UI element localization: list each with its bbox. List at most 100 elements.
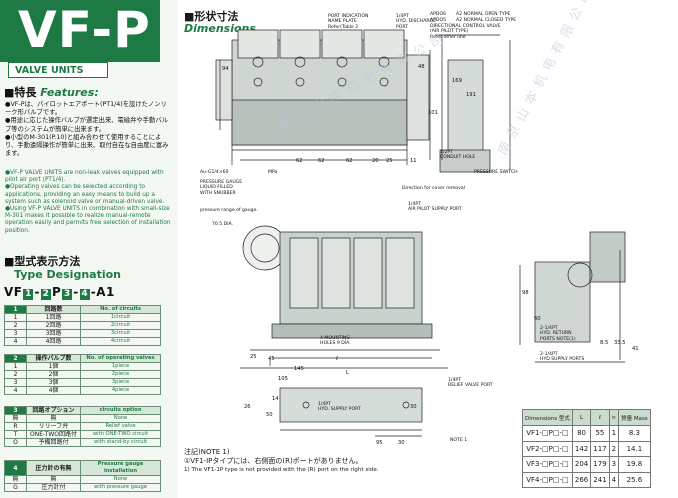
table-cell: 2: [4, 321, 27, 330]
dimensions-heading-jp: 形状寸法: [194, 10, 239, 23]
dim-62c: 62: [346, 158, 353, 164]
table-cell: 3回路: [26, 329, 81, 338]
table-cell: 2: [4, 370, 27, 379]
label-hyd-discharge: 1/4PT HYD. DISCHARGE PORT: [396, 14, 436, 30]
table-num: 2: [4, 354, 27, 363]
type-code-box-2: 2: [40, 289, 51, 300]
type-code-sep2: -: [73, 285, 79, 299]
label-mpa: MPa: [268, 170, 278, 175]
label-return-port: 2-1/4PT HYD. RETURN PORTS NOTE(1): [540, 326, 576, 342]
table-head-jp: 回路オプション: [26, 406, 81, 415]
size-head-l: ℓ: [590, 409, 610, 426]
label-pressure-switch: PRESSURE SWITCH: [474, 170, 518, 175]
table-cell: 4個: [26, 386, 81, 395]
size-head-n: n: [608, 409, 620, 426]
series-title-block: VF-P: [0, 0, 160, 62]
label-relief-port: 1/4PT RELIEF VALVE PORT: [448, 378, 493, 389]
table-cell: 2回路: [26, 321, 81, 330]
label-apdo5: APDO5: [430, 18, 446, 23]
designation-heading-en: Type Designation: [14, 268, 121, 281]
dim-95: 95: [376, 440, 383, 446]
table-cell: 266: [571, 471, 592, 488]
dim-101: 101: [428, 110, 438, 116]
table-cell: 179: [590, 456, 610, 473]
left-column: VF-P VALVE UNITS ■特長 Features: ●VF-Pは、パイ…: [0, 0, 178, 498]
type-code-box-1: 1: [23, 289, 34, 300]
table-cell: VF3-□P□-□: [522, 456, 573, 473]
table-cell: T: [4, 430, 27, 439]
dim-85: 8.5: [600, 340, 609, 346]
dim-L: L: [346, 370, 349, 376]
label-gauge-thread: Au-G1/4×60: [200, 170, 229, 175]
table-cell: 無: [26, 414, 81, 423]
table-cell: 1回路: [26, 313, 81, 322]
table-cell: 1個: [26, 362, 81, 371]
table-num: 3: [4, 406, 27, 415]
label-port-indication: PORT INDICATION NAME PLATE Refer(Table 2: [328, 14, 369, 30]
type-code-suffix: -A1: [90, 285, 115, 299]
table-cell: 3piece: [80, 378, 161, 387]
valve-1-cap: [237, 29, 279, 59]
series-subtitle-box: VALVE UNITS: [8, 62, 108, 78]
table-cell: 4circuit: [80, 337, 161, 346]
dim-191: 191: [466, 92, 476, 98]
table-cell: 117: [590, 440, 610, 457]
table-cell: 19.8: [618, 456, 651, 473]
dim-30: 30: [398, 440, 405, 446]
dim-62b: 62: [318, 158, 325, 164]
features-jp-list: ●VF-Pは、パイロットエアポート(PT1/4)を設けたノンリーク形バルブです。…: [5, 101, 171, 158]
dim-94: 94: [222, 66, 229, 72]
dim-26: 26: [244, 404, 251, 410]
table-head-jp: 圧力計の有無: [26, 460, 81, 476]
label-apdo6: APDO6: [430, 12, 446, 17]
dim-30b: 30: [410, 404, 417, 410]
table-cell: 80: [571, 425, 592, 442]
table-cell: Relief valve: [80, 422, 161, 431]
table-cell: 1piece: [80, 362, 161, 371]
table-cell: ONE-TWO回路付: [26, 430, 81, 439]
dim-14: 14: [272, 396, 279, 402]
table-cell: R: [4, 422, 27, 431]
table-head-jp: 回路数: [26, 305, 81, 314]
table-cell: 2circuit: [80, 321, 161, 330]
label-pressure-gauge: PRESSURE GAUGE LIQUID FILLED WITH SNUBBE…: [200, 180, 243, 196]
table-cell: 1circuit: [80, 313, 161, 322]
label-directional: DIRECTIONAL CONTROL VALVE (AIR PILOT TYP…: [430, 24, 501, 40]
features-heading-en: Features:: [40, 86, 99, 99]
table-cell: 2piece: [80, 370, 161, 379]
feature-jp-3: ●小型のM-301(P.10)と組み合わせて使用することにより、手動遠隔操作が簡…: [5, 133, 169, 158]
dim-60: 60: [534, 316, 541, 322]
features-heading-jp: 特長: [14, 86, 37, 99]
valve-2-cap: [279, 29, 321, 59]
note-jp: ①VF1-IPタイプには、右側面の(R)ポートがありません。: [184, 457, 363, 465]
dim-48: 48: [418, 64, 425, 70]
table-head-en: No. of operating valves: [80, 354, 161, 363]
features-heading: ■特長 Features:: [4, 86, 99, 99]
dimension-drawing: [215, 29, 626, 437]
table-cell: 142: [571, 440, 592, 457]
size-head-mass: 質量 Mass: [618, 409, 651, 426]
label-mounting: 4 MOUNTING HOLES 9 DIA.: [320, 336, 351, 347]
dim-145: 145: [294, 366, 304, 372]
dim-11: 11: [410, 158, 417, 164]
label-normal-closed: A2 NORMAL CLOSED TYPE: [456, 18, 517, 23]
note-heading: 注記)NOTE 1): [184, 448, 230, 456]
dim-335: 33.5: [614, 340, 626, 346]
table-cell: with ONE-TWO circuit: [80, 430, 161, 439]
table-cell: 1: [4, 313, 27, 322]
label-supply-port: 1/4PT HYD. SUPPLY PORT: [318, 402, 361, 413]
note-block: 注記)NOTE 1) ①VF1-IPタイプには、右側面の(R)ポートがありません…: [184, 448, 379, 475]
table-cell: None: [80, 414, 161, 423]
dim-105: 105: [278, 376, 288, 382]
table-cell: with stand-by circuit: [80, 438, 161, 447]
table-cell: 241: [590, 471, 610, 488]
dim-20: 20: [372, 158, 379, 164]
dim-25: 25: [386, 158, 393, 164]
valve-3-cap: [321, 29, 363, 59]
dim-50: 50: [266, 412, 273, 418]
label-air-pilot: 1/4PT AIR PILOT SUPPLY PORT: [408, 202, 462, 213]
table-cell: 4piece: [80, 386, 161, 395]
